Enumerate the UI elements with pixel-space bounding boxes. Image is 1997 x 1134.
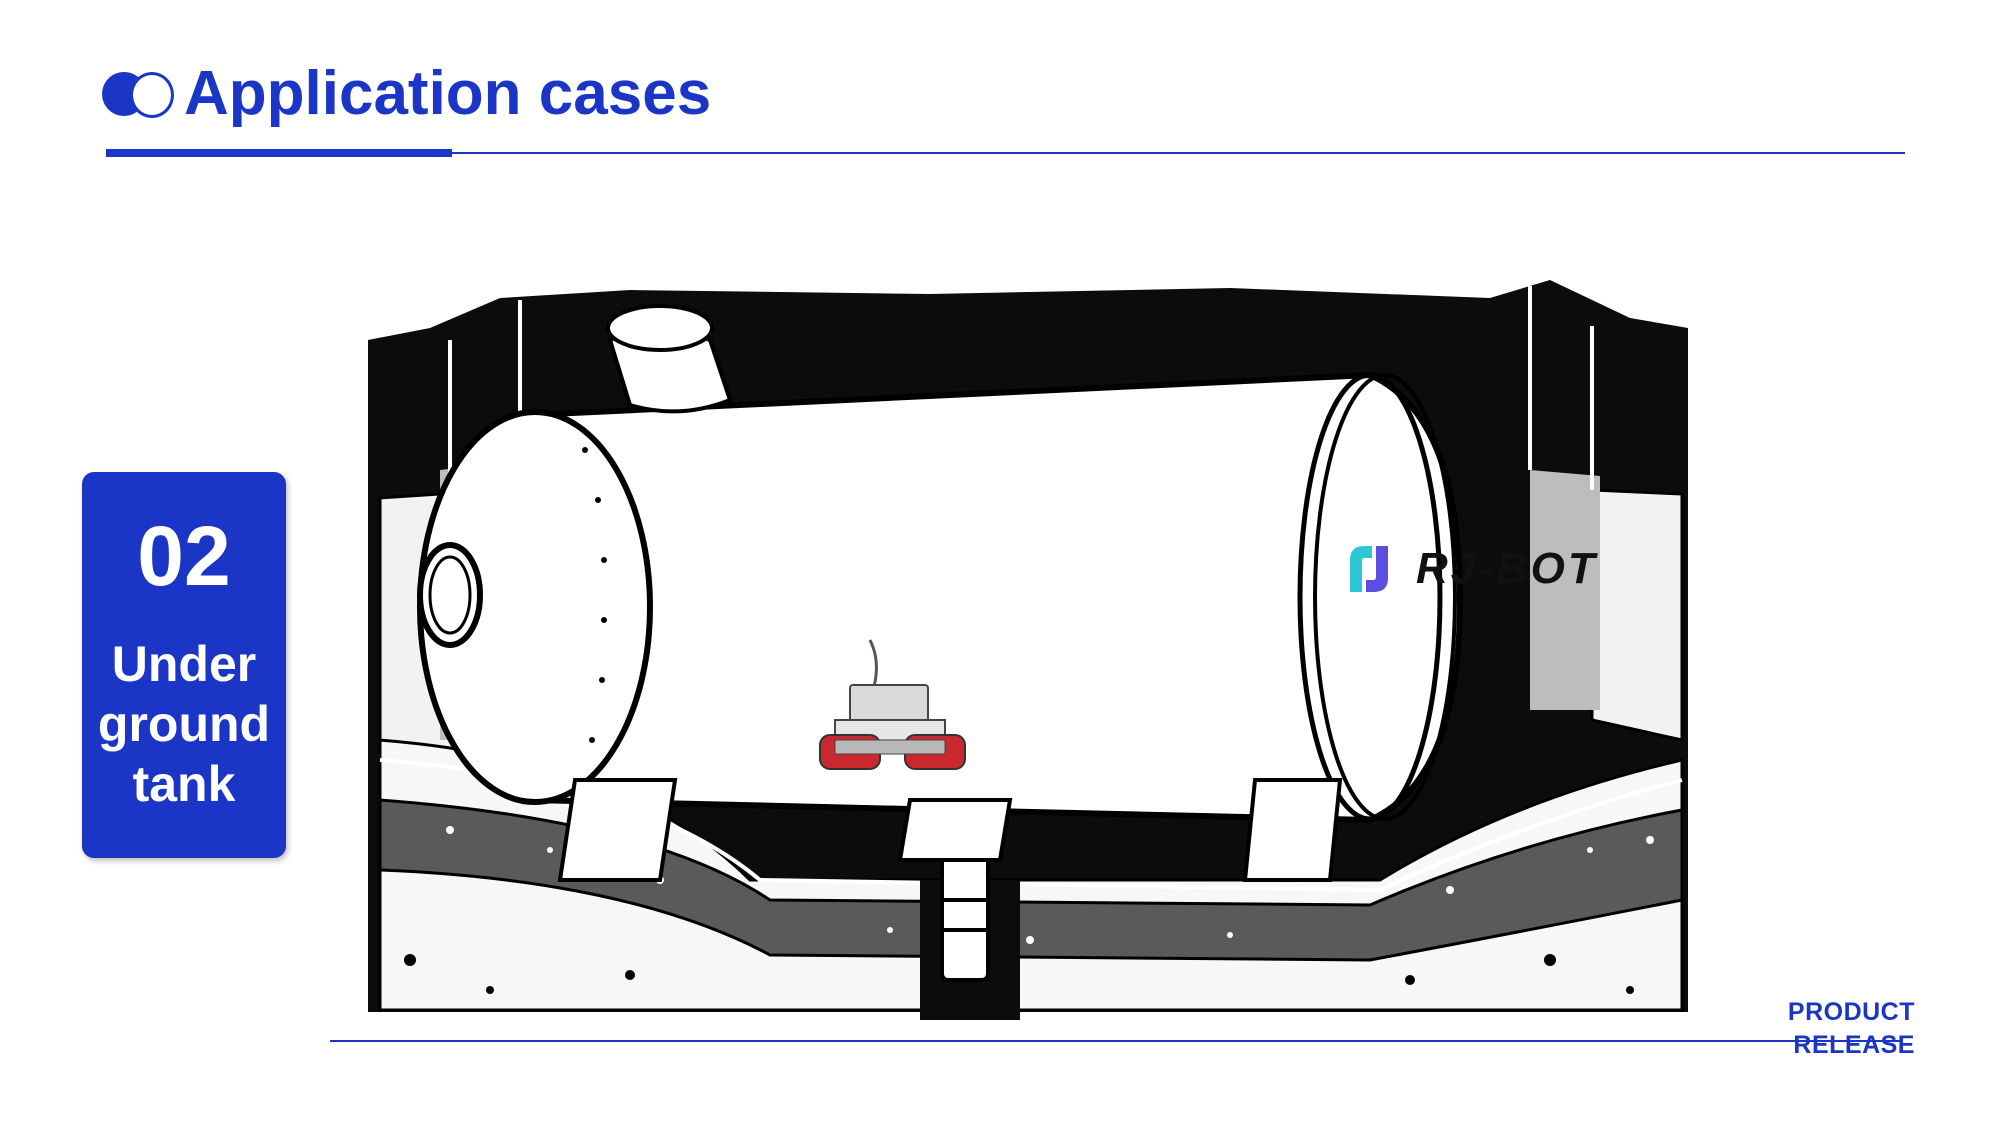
case-number: 02 xyxy=(137,509,231,603)
bottom-rule xyxy=(330,1040,1900,1042)
underground-tank-illustration xyxy=(368,280,1688,1020)
case-label-line-3: tank xyxy=(132,756,236,812)
inspection-robot xyxy=(819,639,966,770)
title-bullet-icon xyxy=(102,66,176,122)
release-line-1: PRODUCT xyxy=(1787,998,1915,1026)
release-line-2: RELEASE xyxy=(1793,1031,1915,1059)
product-release-label: PRODUCT RELEASE xyxy=(1788,996,1915,1062)
case-label-line-2: ground xyxy=(97,696,271,752)
case-card: 02 Under ground tank xyxy=(82,472,286,858)
case-label-line-1: Under xyxy=(111,636,257,692)
brand-name: RJ-BOT xyxy=(1416,544,1598,593)
title-divider xyxy=(450,152,1905,154)
title-divider-accent xyxy=(106,149,452,157)
slide-title: Application cases xyxy=(102,58,711,129)
brand-logo: RJ-BOT xyxy=(1342,540,1598,598)
page-title: Application cases xyxy=(184,59,712,128)
rj-bot-logo-icon xyxy=(1350,546,1388,592)
case-label: Under ground tank xyxy=(82,634,286,814)
